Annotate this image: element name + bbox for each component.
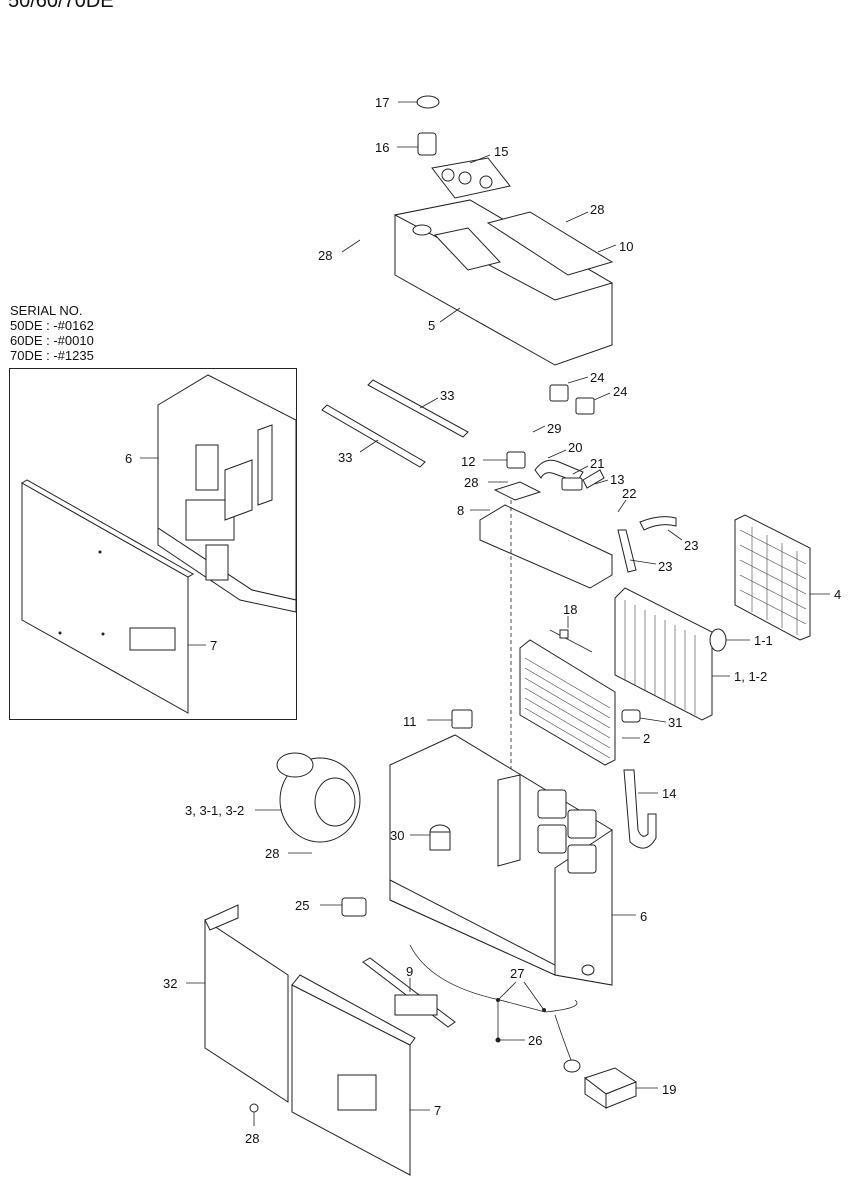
- callout-23-lower: 23: [658, 559, 672, 574]
- serial-line-60de: 60DE : -#0010: [10, 333, 94, 348]
- part-16-switch: [417, 132, 437, 156]
- callout-1-1-2: 1, 1-2: [734, 669, 767, 684]
- serial-line-50de: 50DE : -#0162: [10, 318, 94, 333]
- callout-15: 15: [494, 144, 508, 159]
- inset-callout-7: 7: [210, 638, 217, 653]
- callout-5: 5: [428, 318, 435, 333]
- part-28-screw-bottom: [249, 1103, 259, 1113]
- part-17-knob-cap: [416, 95, 440, 109]
- callout-10: 10: [619, 239, 633, 254]
- callout-28-right: 28: [590, 202, 604, 217]
- part-1-evaporator-coil: [614, 587, 727, 721]
- callout-27: 27: [510, 966, 524, 981]
- callout-28-blower: 28: [265, 846, 279, 861]
- callout-21: 21: [590, 456, 604, 471]
- callout-13: 13: [610, 472, 624, 487]
- part-24-clamps: [549, 384, 595, 415]
- callout-3: 3, 3-1, 3-2: [185, 803, 244, 818]
- callout-6: 6: [640, 909, 647, 924]
- callout-31: 31: [668, 715, 682, 730]
- callout-16: 16: [375, 140, 389, 155]
- inset-callout-6: 6: [125, 451, 132, 466]
- callout-28-bottom: 28: [245, 1131, 259, 1146]
- part-27-26-wiring: [409, 944, 578, 1043]
- callout-19: 19: [662, 1082, 676, 1097]
- part-14-drain-hose: [623, 769, 657, 849]
- callout-28-left: 28: [318, 248, 332, 263]
- callout-7: 7: [434, 1103, 441, 1118]
- callout-2: 2: [643, 731, 650, 746]
- part-18-sensor-probe: [549, 629, 593, 653]
- callout-12: 12: [461, 454, 475, 469]
- part-8-mounting-bracket: [479, 481, 613, 589]
- part-31-connector: [621, 709, 641, 723]
- callout-14: 14: [662, 786, 676, 801]
- part-4-air-filter: [734, 514, 811, 641]
- callout-25: 25: [295, 898, 309, 913]
- callout-22: 22: [622, 486, 636, 501]
- serial-heading: SERIAL NO.: [10, 303, 83, 318]
- part-12-valve: [506, 451, 526, 469]
- callout-33-upper: 33: [440, 388, 454, 403]
- callout-17: 17: [375, 95, 389, 110]
- callout-20: 20: [568, 440, 582, 455]
- callout-23-right: 23: [684, 538, 698, 553]
- callout-24-lower: 24: [613, 384, 627, 399]
- part-6-main-housing: [389, 734, 613, 986]
- part-5-console-cover: [393, 199, 614, 366]
- inset-housing: [157, 374, 297, 613]
- part-9-bracket: [362, 957, 456, 1028]
- serial-number-note: SERIAL NO. 50DE : -#0162 60DE : -#0010 7…: [10, 303, 94, 363]
- model-title: 50/60/70DE: [8, 0, 114, 12]
- callout-33-lower: 33: [338, 450, 352, 465]
- part-2-heater-core: [519, 639, 616, 766]
- part-10-lid: [486, 211, 614, 276]
- callout-8: 8: [457, 503, 464, 518]
- part-33-seal-strip-lower: [321, 404, 426, 468]
- part-7-front-panel: [291, 974, 416, 1176]
- serial-line-70de: 70DE : -#1235: [10, 348, 94, 363]
- callout-29: 29: [547, 421, 561, 436]
- part-19-control-box: [554, 1014, 638, 1109]
- callout-1-1: 1-1: [754, 633, 773, 648]
- part-20-21-hose-fittings: [534, 459, 584, 491]
- part-23-hoses: [617, 516, 677, 573]
- part-33-seal-strip-upper: [367, 379, 469, 438]
- part-11-fitting: [451, 709, 473, 729]
- callout-32: 32: [163, 976, 177, 991]
- part-30-motor-cap: [429, 824, 451, 851]
- part-25-resistor: [341, 897, 367, 917]
- part-13-pipe: [582, 469, 605, 489]
- callout-24-upper: 24: [590, 370, 604, 385]
- callout-30: 30: [390, 828, 404, 843]
- callout-4: 4: [834, 587, 841, 602]
- part-32-side-panel: [204, 904, 289, 1103]
- part-15-control-panel: [431, 157, 511, 199]
- callout-28-mid: 28: [464, 475, 478, 490]
- inset-front-panel: [21, 479, 194, 714]
- callout-11: 11: [403, 714, 417, 729]
- callout-18: 18: [563, 602, 577, 617]
- part-3-blower: [276, 752, 361, 843]
- callout-26: 26: [528, 1033, 542, 1048]
- callout-9: 9: [406, 964, 413, 979]
